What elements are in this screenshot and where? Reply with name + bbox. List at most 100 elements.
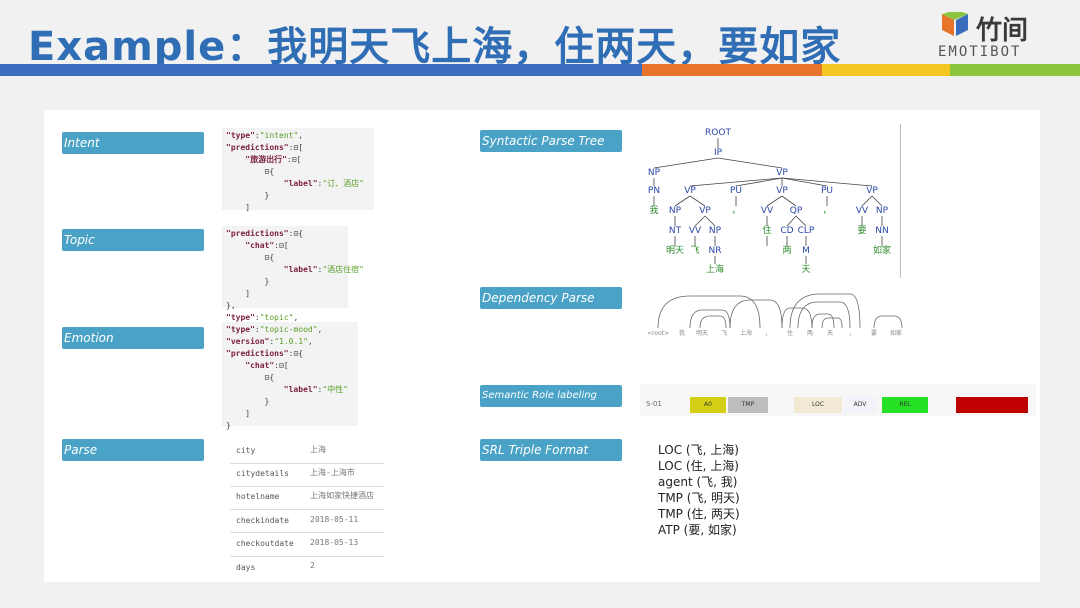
srl-role-tmp: TMP <box>728 397 768 413</box>
parse-value: 上海如家快捷酒店 <box>310 491 374 500</box>
srl-triple: LOC (飞, 上海) <box>658 443 739 457</box>
dep-token-6: 住 <box>787 329 793 337</box>
bar-yellow <box>822 64 950 76</box>
syntactic-parse-tree: ROOT IP NP VP PN VP PU VP PU VP NP VP VV… <box>648 128 891 275</box>
tree-node: VP <box>699 206 711 216</box>
tree-word: 上海 <box>706 263 724 275</box>
parse-value: 2 <box>310 561 315 570</box>
tree-node: CD <box>780 226 793 236</box>
parse-divider <box>230 463 384 464</box>
dep-root: <root> <box>647 330 669 337</box>
parse-key: citydetails <box>236 469 289 478</box>
tree-node: NP <box>669 206 682 216</box>
content-panel <box>44 110 1040 582</box>
tree-word: 天 <box>801 265 810 275</box>
parse-divider <box>230 486 384 487</box>
tree-word: 要 <box>857 225 866 236</box>
srl-role-rel: REL <box>882 397 928 413</box>
parse-divider <box>230 532 384 533</box>
tree-node: VV <box>689 226 702 236</box>
tree-node: VP <box>684 186 696 196</box>
tree-node: PN <box>648 186 660 196</box>
logo-icon <box>942 12 968 36</box>
parse-value: 2018-05-13 <box>310 538 359 547</box>
tree-node: NP <box>648 168 661 178</box>
srl-triple: ATP (要, 如家) <box>658 523 737 537</box>
parse-value: 上海-上海市 <box>310 468 355 477</box>
srl-role-adv: ADV <box>844 397 876 413</box>
tree-word: 我 <box>649 205 658 216</box>
page-title: Example：我明天飞上海，住两天，要如家 <box>28 24 842 70</box>
tree-node: VV <box>856 206 869 216</box>
parse-key: city <box>236 446 256 455</box>
bar-orange <box>642 64 822 76</box>
tree-word: 飞 <box>690 245 699 256</box>
tree-node: PU <box>730 186 742 196</box>
tree-node: VP <box>776 168 788 178</box>
label-semantic-role-labeling: Semantic Role labeling <box>480 385 622 407</box>
label-syntactic-parse-tree: Syntactic Parse Tree <box>480 130 622 152</box>
dep-token-3: 飞 <box>721 330 727 337</box>
tree-node: NP <box>709 226 722 236</box>
srl-role-loc: LOC <box>794 397 842 413</box>
tree-node: NN <box>875 226 888 236</box>
tree-word: 住 <box>762 224 771 236</box>
srl-sentence-id: S-01 <box>646 400 662 408</box>
srl-role-bar <box>956 397 1028 413</box>
parse-key: days <box>236 563 256 572</box>
bar-blue <box>0 64 642 76</box>
tree-word: ， <box>822 206 831 216</box>
tree-word: 如家 <box>873 244 891 256</box>
dep-token-4: 上海 <box>740 329 752 337</box>
srl-triple: TMP (住, 两天) <box>658 507 740 521</box>
tree-word: 两 <box>782 245 791 256</box>
tree-node: IP <box>714 148 723 158</box>
emotion-code: "type":"topic-mood", "version":"1.0.1", … <box>222 322 358 430</box>
parse-key: checkindate <box>236 516 289 525</box>
tree-node: VP <box>776 186 788 196</box>
dep-token-1: 我 <box>679 329 685 337</box>
label-intent: Intent <box>62 132 204 154</box>
logo: 竹间 EMOTIBOT <box>938 8 1058 64</box>
dep-token-8: 天 <box>827 330 833 337</box>
srl-row: S-01 A0 TMP LOC ADV REL <box>640 384 1036 416</box>
srl-triple: TMP (飞, 明天) <box>658 491 740 505</box>
tree-node: NT <box>669 226 682 236</box>
label-parse: Parse <box>62 439 204 461</box>
label-dependency-parse: Dependency Parse <box>480 287 622 309</box>
tree-node: CLP <box>798 226 815 236</box>
dep-token-11: 如家 <box>890 329 902 337</box>
tree-node: VP <box>866 186 878 196</box>
tree-node: ROOT <box>705 128 731 138</box>
tree-node: NR <box>709 246 722 256</box>
topic-code: "predictions":⊟{ "chat":⊟[ ⊟{ "label":"酒… <box>222 226 364 322</box>
tree-node: PU <box>821 186 833 196</box>
logo-cn: 竹间 <box>976 16 1029 46</box>
tree-word: 明天 <box>666 245 684 256</box>
tree-word: ， <box>731 206 740 216</box>
tree-node: VV <box>761 206 774 216</box>
logo-en: EMOTIBOT <box>938 44 1022 60</box>
parse-key: checkoutdate <box>236 539 294 548</box>
dep-token-7: 两 <box>807 330 813 337</box>
tree-divider <box>900 124 901 278</box>
dep-token-10: 要 <box>871 330 877 337</box>
parse-divider <box>230 509 384 510</box>
dep-token-2: 明天 <box>696 330 708 337</box>
srl-role-a0: A0 <box>690 397 726 413</box>
srl-triple: agent (飞, 我) <box>658 475 738 489</box>
srl-triple: LOC (住, 上海) <box>658 459 739 473</box>
dep-token-9: ， <box>849 330 855 337</box>
dependency-parse: <root> 我 明天 飞 上海 ， 住 两 天 ， 要 如家 <box>647 293 903 337</box>
intent-code: "type":"intent", "predictions":⊟[ "旅游出行"… <box>222 128 374 212</box>
dep-token-5: ， <box>765 330 771 337</box>
bar-green <box>950 64 1080 76</box>
tree-node: M <box>802 246 810 256</box>
tree-node: NP <box>876 206 889 216</box>
label-emotion: Emotion <box>62 327 204 349</box>
parse-value: 上海 <box>310 445 326 454</box>
parse-value: 2018-05-11 <box>310 515 359 524</box>
tree-node: QP <box>790 206 803 216</box>
parse-divider <box>230 556 384 557</box>
parse-key: hotelname <box>236 492 280 501</box>
